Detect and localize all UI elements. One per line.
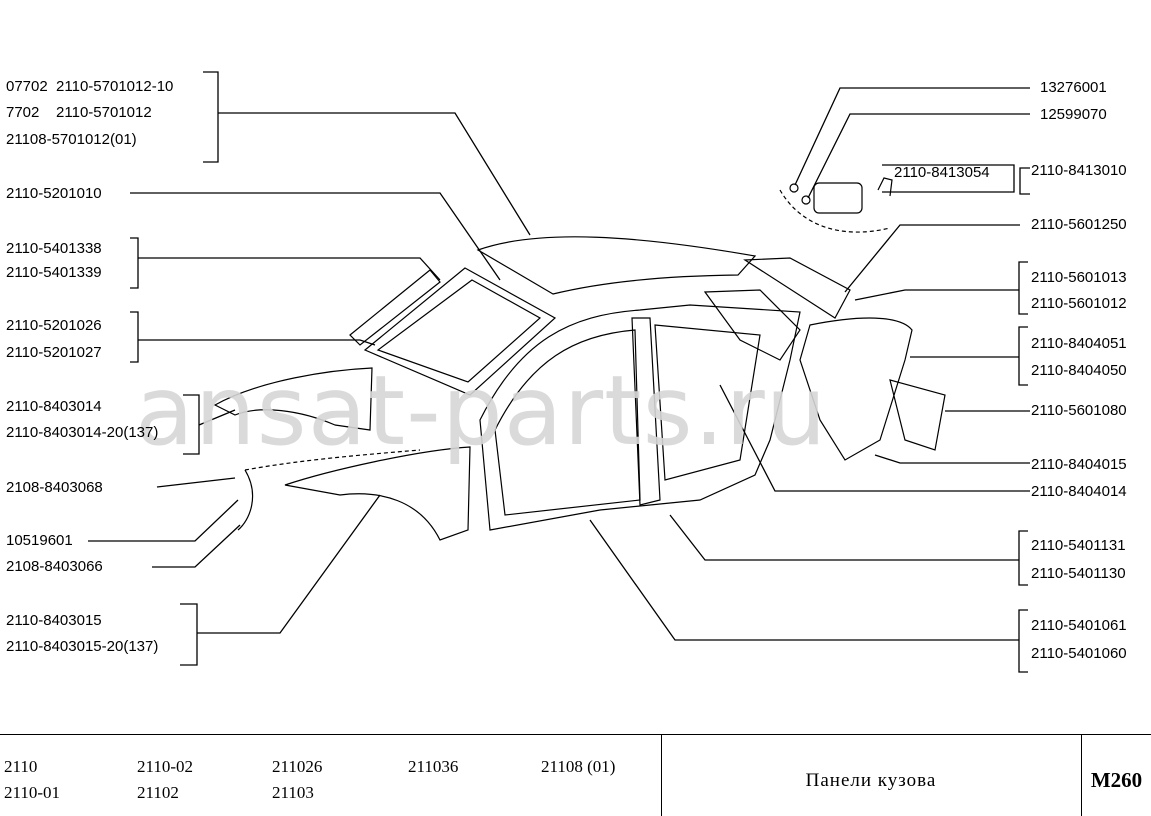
part-label: 2110-5601013 bbox=[1031, 269, 1127, 286]
side-frame bbox=[479, 304, 801, 531]
leader-8403066 bbox=[152, 524, 241, 568]
rear-shelf bbox=[743, 257, 851, 319]
leader-r1 bbox=[794, 87, 1030, 186]
model-code: 211026 bbox=[272, 757, 323, 776]
part-label: 2110-8403015-20(137) bbox=[6, 638, 159, 655]
part-label: 7702 2110-5701012 bbox=[6, 104, 152, 121]
bracket-9 bbox=[180, 603, 198, 666]
part-label: 2110-5201027 bbox=[6, 344, 102, 361]
leader-r11 bbox=[589, 519, 1019, 641]
leader-10519601 bbox=[88, 499, 239, 542]
bracket-r10 bbox=[1018, 530, 1028, 586]
footer-divider bbox=[0, 734, 1151, 735]
leader-r9 bbox=[719, 384, 1030, 492]
part-label: 2110-8413054 bbox=[894, 164, 990, 181]
part-label: 2110-8403014 bbox=[6, 398, 102, 415]
part-label: 2110-8403015 bbox=[6, 612, 102, 629]
leader-r2 bbox=[807, 113, 1030, 199]
part-label: 2110-8413010 bbox=[1031, 162, 1127, 179]
roof-panel bbox=[476, 236, 757, 295]
car-body-panels bbox=[213, 177, 946, 541]
leader-5401338 bbox=[138, 257, 441, 281]
box-fuel-flap bbox=[882, 164, 1015, 193]
rear-panel bbox=[889, 379, 946, 451]
leader-roof bbox=[218, 112, 531, 236]
part-label: 21108-5701012(01) bbox=[6, 131, 137, 148]
part-label: 2110-5401131 bbox=[1031, 537, 1126, 554]
leader-r4 bbox=[844, 224, 1020, 293]
part-label: 2110-8404014 bbox=[1031, 483, 1127, 500]
part-label: 2108-8403068 bbox=[6, 479, 103, 496]
part-label: 2110-5401061 bbox=[1031, 617, 1127, 634]
bracket-r5 bbox=[1018, 261, 1028, 315]
part-label: 2110-8404051 bbox=[1031, 335, 1127, 352]
leader-5201010 bbox=[130, 192, 501, 281]
bracket-r11 bbox=[1018, 609, 1028, 673]
part-label: 2110-5401338 bbox=[6, 240, 102, 257]
footer-separator bbox=[1081, 734, 1082, 816]
leader-8403068 bbox=[156, 477, 236, 488]
part-label: 2110-5401130 bbox=[1031, 565, 1126, 582]
model-code: 21108 (01) bbox=[541, 757, 616, 776]
part-label: 2110-5601250 bbox=[1031, 216, 1127, 233]
bracket-1 bbox=[203, 71, 219, 163]
front-fender-upper bbox=[213, 367, 373, 431]
part-label: 13276001 bbox=[1040, 79, 1107, 96]
rear-inner bbox=[703, 289, 801, 361]
part-label: 2110-5601080 bbox=[1031, 402, 1127, 419]
part-label: 2110-5201026 bbox=[6, 317, 102, 334]
leader-r8 bbox=[874, 454, 1030, 464]
footer-separator bbox=[661, 734, 662, 816]
fuel-flap bbox=[813, 182, 863, 214]
leader-r10 bbox=[669, 514, 1019, 561]
page-code: M260 bbox=[1090, 768, 1143, 792]
part-label: 2110-5201010 bbox=[6, 185, 102, 202]
model-code: 21103 bbox=[272, 783, 314, 802]
model-code: 2110-02 bbox=[137, 757, 194, 776]
bracket-r3 bbox=[1019, 167, 1030, 195]
rear-wing bbox=[799, 317, 913, 461]
part-label: 12599070 bbox=[1040, 106, 1107, 123]
part-label: 2110-8404015 bbox=[1031, 456, 1127, 473]
windshield-frame bbox=[363, 267, 557, 396]
leader-8403015 bbox=[197, 494, 381, 634]
model-code: 211036 bbox=[408, 757, 459, 776]
model-code: 2110-01 bbox=[4, 783, 61, 802]
front-fender bbox=[284, 446, 471, 541]
leader-r5 bbox=[854, 289, 1019, 301]
bracket-4 bbox=[130, 311, 139, 363]
model-code: 21102 bbox=[137, 783, 179, 802]
b-pillar bbox=[631, 317, 661, 506]
a-pillar-strip bbox=[349, 269, 441, 346]
watermark: ansat-parts.ru bbox=[135, 355, 828, 467]
part-label: 07702 2110-5701012-10 bbox=[6, 78, 174, 95]
part-label: 2110-5401060 bbox=[1031, 645, 1127, 662]
leader-5201026 bbox=[138, 339, 376, 346]
part-label: 2110-8403014-20(137) bbox=[6, 424, 159, 441]
part-label: 2110-8404050 bbox=[1031, 362, 1127, 379]
part-label: 2108-8403066 bbox=[6, 558, 103, 575]
model-code: 2110 bbox=[4, 757, 38, 776]
part-label: 2110-5601012 bbox=[1031, 295, 1127, 312]
bracket-3 bbox=[130, 237, 139, 289]
bracket-r6 bbox=[1018, 326, 1028, 386]
page-title: Панели кузова bbox=[805, 770, 937, 791]
part-label: 2110-5401339 bbox=[6, 264, 102, 281]
part-label: 10519601 bbox=[6, 532, 73, 549]
